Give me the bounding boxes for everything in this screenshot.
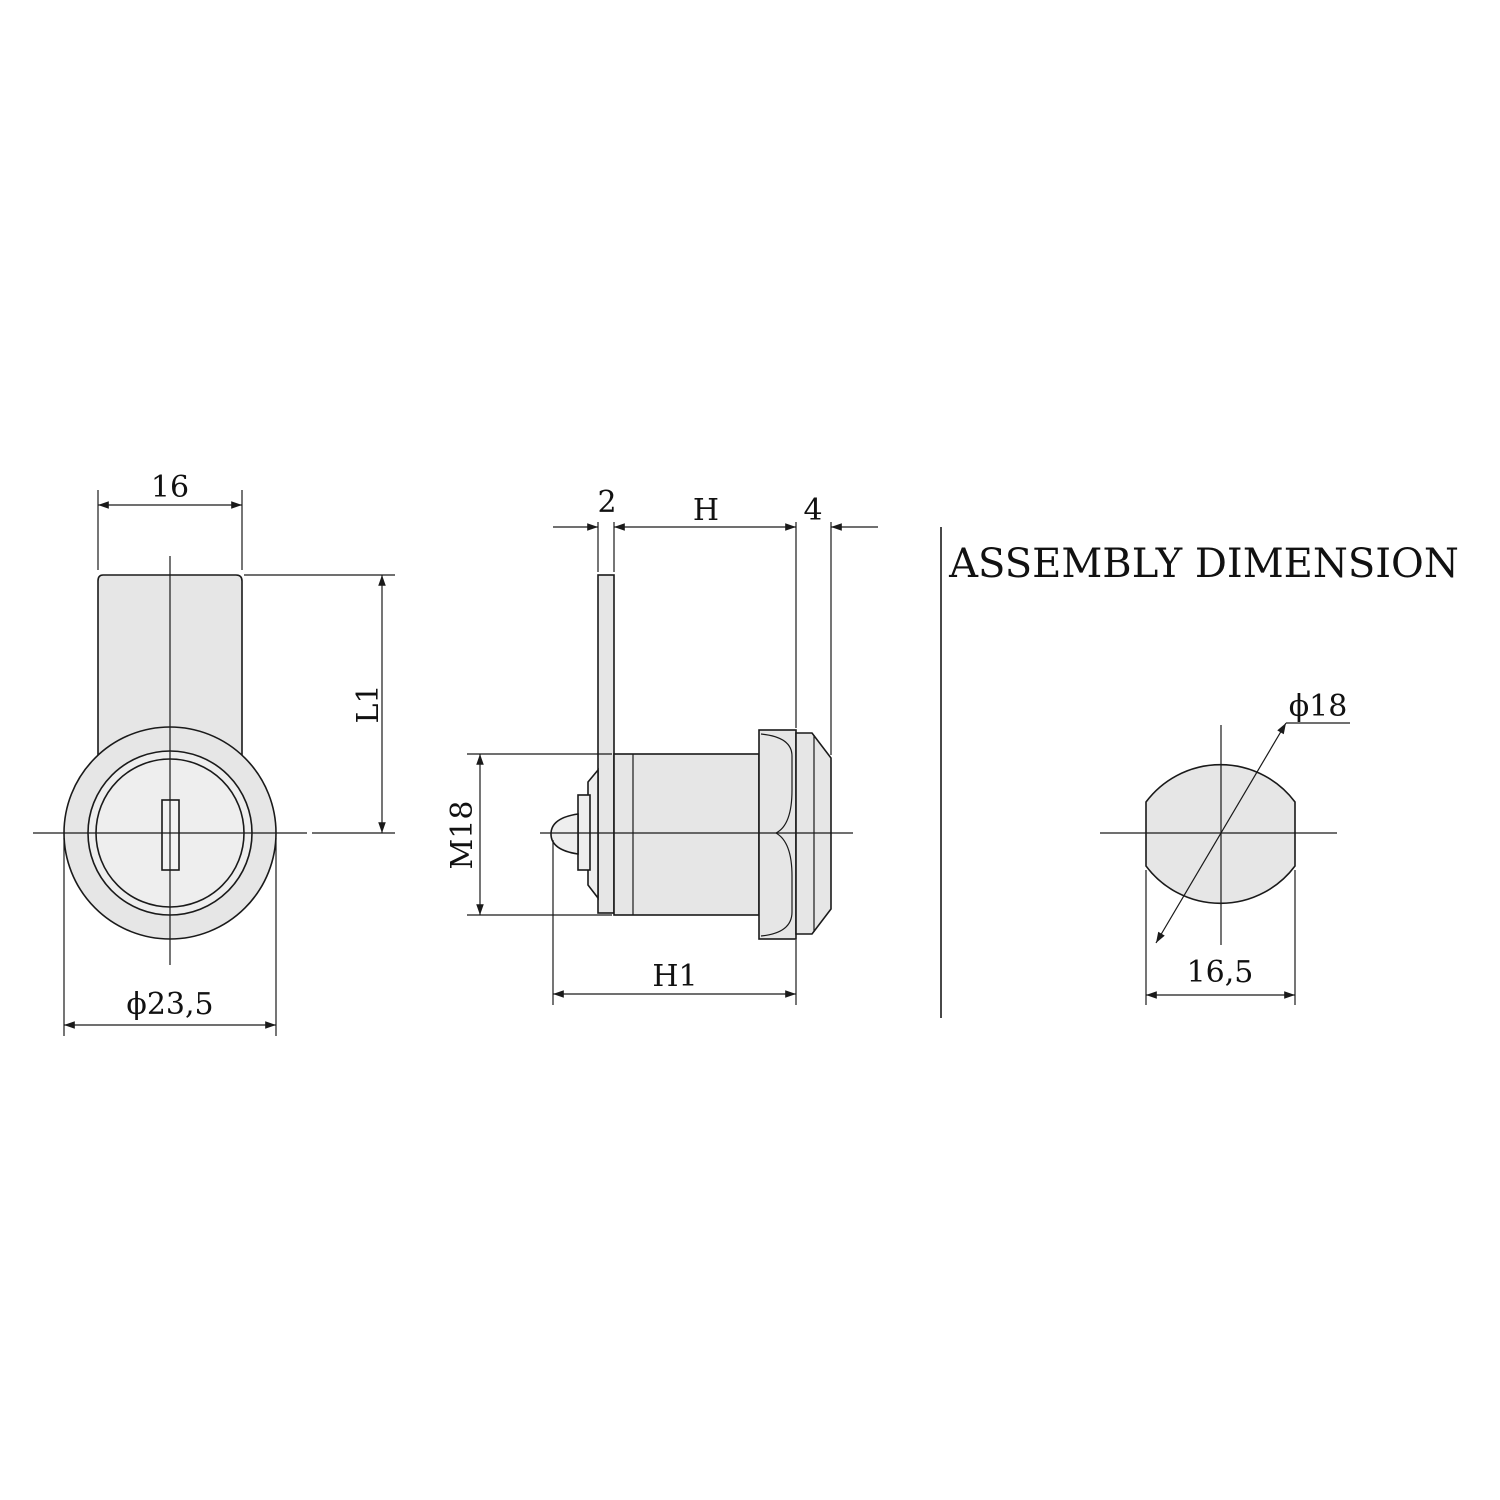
front-view: 16 L1 ϕ23,5 bbox=[33, 470, 395, 1036]
assembly-title: ASSEMBLY DIMENSION bbox=[948, 541, 1459, 587]
side-view: 2 H 4 M18 H1 bbox=[445, 485, 878, 1005]
dim-length-label: L1 bbox=[351, 684, 386, 723]
dim-plate-label: 2 bbox=[597, 485, 616, 520]
dim-h-label: H bbox=[693, 493, 719, 528]
dim-flat-label: 16,5 bbox=[1187, 955, 1254, 990]
cutout-view: ϕ18 16,5 bbox=[1100, 689, 1350, 1005]
dim-h1-label: H1 bbox=[652, 959, 697, 994]
dim-flange-label: 4 bbox=[803, 493, 822, 528]
cam-plate bbox=[597, 574, 615, 914]
dim-diameter-label: ϕ23,5 bbox=[126, 987, 213, 1022]
lock-body bbox=[613, 753, 760, 916]
dim-cut-diameter-label: ϕ18 bbox=[1289, 689, 1348, 724]
dim-thread-label: M18 bbox=[445, 801, 480, 870]
dim-width-label: 16 bbox=[151, 470, 189, 505]
spindle-dome bbox=[550, 813, 579, 855]
dim-cut-diameter-line bbox=[1155, 722, 1287, 944]
